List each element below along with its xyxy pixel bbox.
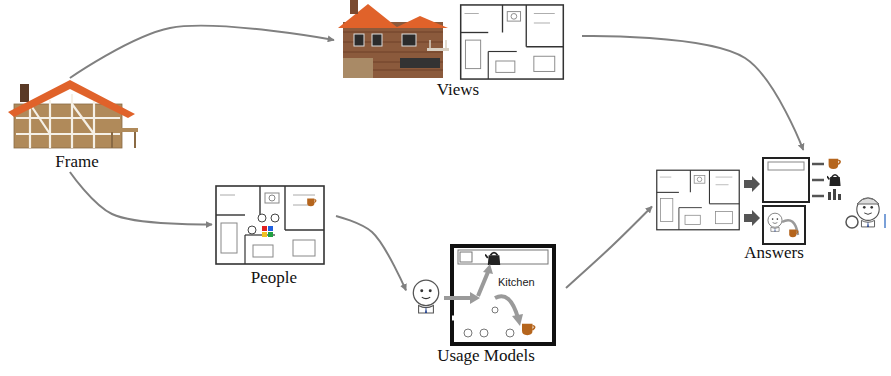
flow-arrow: [336, 216, 406, 290]
room-label: Kitchen: [497, 276, 536, 289]
flow-arrow: [566, 207, 652, 288]
step-caption: Answers: [652, 243, 891, 263]
illustrated-step: People: [212, 182, 336, 288]
illustrated-step: Frame: [6, 78, 148, 172]
flow-arrow: [582, 36, 803, 150]
step-caption: People: [212, 268, 336, 288]
illustrated-step: Answers: [652, 150, 891, 263]
flow-arrow: [70, 26, 334, 78]
flow-arrow: [70, 172, 212, 224]
step-caption: Frame: [6, 152, 148, 172]
illustrated-step: Views: [334, 0, 582, 100]
illustrated-step: Usage Models: [406, 240, 566, 366]
step-caption: Usage Models: [406, 346, 566, 366]
step-caption: Views: [334, 80, 582, 100]
